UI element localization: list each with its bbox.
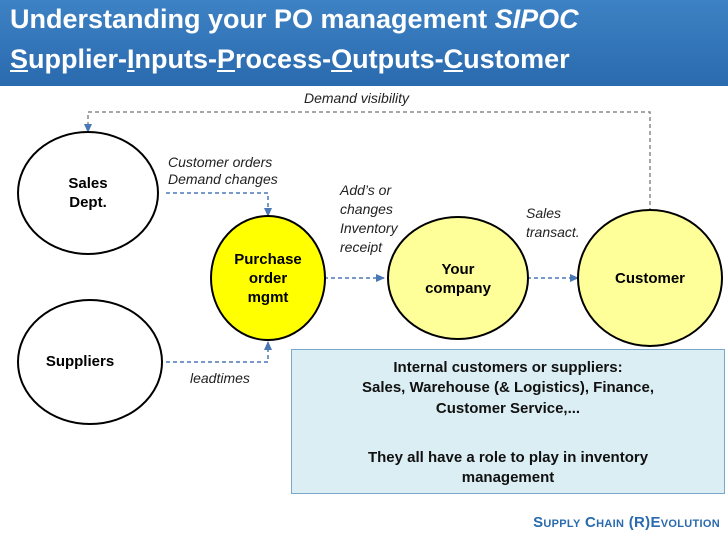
info-line-4: They all have a role to play in inventor…	[367, 449, 649, 466]
sales-to-po-connector	[166, 192, 272, 217]
title-banner	[0, 0, 728, 86]
adds-label-3: Inventory	[340, 220, 398, 236]
suppliers-node	[17, 299, 163, 425]
demand-changes-label: Demand changes	[168, 171, 278, 187]
demand-visibility-loop	[84, 111, 651, 212]
sales-transact-label-2: transact.	[526, 224, 580, 240]
title-text: Understanding your PO management	[10, 4, 495, 34]
customer-node	[577, 209, 723, 347]
info-box: Internal customers or suppliers: Sales, …	[291, 349, 725, 494]
info-line-2: Sales, Warehouse (& Logistics), Finance,	[361, 379, 655, 396]
your-company-node	[387, 216, 529, 340]
sales-dept-node	[17, 131, 159, 255]
customer-text: Customer	[614, 270, 685, 287]
leadtimes-label: leadtimes	[190, 370, 250, 386]
adds-label-4: receipt	[340, 239, 383, 255]
demand-visibility-label: Demand visibility	[304, 90, 410, 106]
sales-transact-label-1: Sales	[526, 205, 562, 221]
slide-title: Understanding your PO management SIPOC	[10, 4, 579, 35]
info-line-1: Internal customers or suppliers:	[393, 359, 623, 376]
adds-label-1: Add’s or	[340, 182, 392, 198]
adds-label-2: changes	[340, 201, 393, 217]
suppliers-to-po-connector	[166, 341, 272, 363]
suppliers-text: Suppliers	[45, 353, 115, 370]
customer-orders-label: Customer orders	[168, 154, 273, 170]
title-sipoc: SIPOC	[494, 4, 579, 34]
purchase-order-node	[210, 215, 326, 341]
info-line-3: Customer Service,...	[435, 400, 581, 417]
info-line-5: management	[461, 469, 555, 486]
footer-brand: Supply Chain (R)Evolution	[533, 514, 720, 531]
slide-subtitle: Supplier-Inputs-Process-Outputs-Customer	[10, 44, 570, 74]
